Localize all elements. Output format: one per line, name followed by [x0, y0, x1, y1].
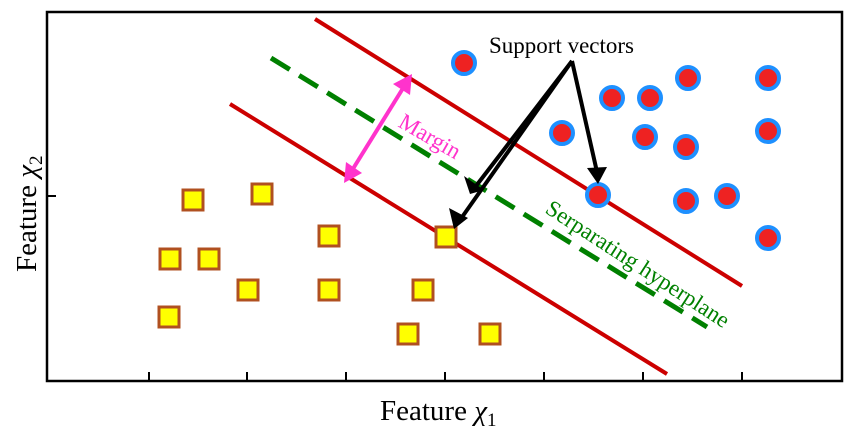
circle-point	[673, 188, 699, 214]
circle-point	[451, 50, 477, 76]
square-point	[236, 278, 260, 302]
square-point	[158, 247, 182, 271]
margin-arrow	[344, 74, 412, 183]
x-axis-label-prefix: Feature	[380, 395, 474, 427]
x-axis-label-var: χ	[471, 395, 488, 427]
square-point	[478, 322, 502, 346]
square-support-vector	[434, 225, 458, 249]
support-vectors-label: Support vectors	[489, 33, 634, 58]
separating-hyperplane	[269, 55, 709, 330]
upper-margin-line	[313, 17, 744, 288]
class-square-points	[157, 182, 502, 346]
square-point	[317, 224, 341, 248]
circle-point	[675, 65, 701, 91]
square-point	[197, 247, 221, 271]
y-axis-label-prefix: Feature	[11, 178, 43, 272]
x-ticks	[148, 372, 743, 381]
circle-point	[714, 183, 740, 209]
circle-point	[637, 85, 663, 111]
circle-point	[673, 134, 699, 160]
x-axis-label: Feature χ1	[380, 395, 496, 431]
x-axis-label-sub: 1	[487, 410, 497, 431]
square-point	[317, 278, 341, 302]
support-vector-arrows	[449, 59, 607, 229]
square-point	[157, 305, 181, 329]
y-axis-label-sub: 2	[26, 156, 47, 166]
square-point	[181, 188, 205, 212]
square-point	[411, 278, 435, 302]
square-point	[396, 322, 420, 346]
y-axis-label: Feature χ2	[11, 156, 47, 272]
circle-point	[755, 225, 781, 251]
square-point	[250, 182, 274, 206]
circle-point	[632, 124, 658, 150]
circle-point	[599, 85, 625, 111]
y-axis-label-var: χ	[11, 164, 43, 181]
circle-point	[755, 65, 781, 91]
class-circle-points	[451, 50, 781, 251]
circle-point	[755, 118, 781, 144]
circle-support-vector	[585, 182, 611, 208]
circle-point	[549, 120, 575, 146]
